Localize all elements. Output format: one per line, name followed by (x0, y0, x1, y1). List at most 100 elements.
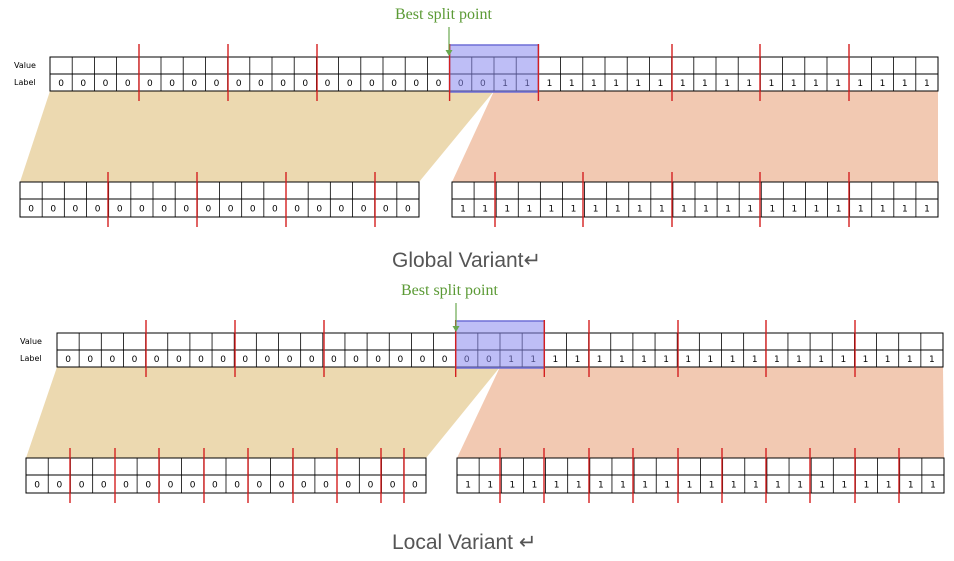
parent-array-global-label-cell: 0 (436, 79, 442, 89)
parent-array-local-label-cell: 0 (265, 355, 271, 365)
right-child-array-global-label-cell: 1 (836, 205, 842, 215)
parent-array-global-label-cell: 1 (680, 79, 686, 89)
left-child-array-local-label-cell: 0 (234, 481, 240, 491)
right-child-array-local-label-cell: 1 (487, 481, 493, 491)
right-child-array-local-label-cell: 1 (642, 481, 648, 491)
parent-array-local-label-cell: 1 (641, 355, 647, 365)
left-child-array-global-label-cell: 0 (316, 205, 322, 215)
parent-array-local-label-cell: 0 (87, 355, 93, 365)
parent-array-global-label-cell: 1 (613, 79, 619, 89)
right-child-array-global-label-cell: 1 (703, 205, 709, 215)
right-child-array-global-label-cell: 1 (924, 205, 930, 215)
parent-array-local-label-cell: 1 (774, 355, 780, 365)
parent-array-local-label-cell: 1 (885, 355, 891, 365)
left-child-array-local-label-cell: 0 (190, 481, 196, 491)
right-child-array-global-label-cell: 1 (792, 205, 798, 215)
parent-array-local-label-cell: 1 (553, 355, 559, 365)
right-child-array-global-label-cell: 1 (725, 205, 731, 215)
parent-array-local-label-cell: 1 (863, 355, 869, 365)
left-child-array-local-label-cell: 0 (101, 481, 107, 491)
left-child-array-global-label-cell: 0 (161, 205, 167, 215)
left-child-array-local-label-cell: 0 (368, 481, 374, 491)
left-child-array-local-label-cell: 0 (34, 481, 40, 491)
left-child-array-local-label-cell: 0 (301, 481, 307, 491)
parent-array-local-label-cell: 0 (287, 355, 293, 365)
left-child-array-global-label-cell: 0 (139, 205, 145, 215)
best-split-label-global: Best split point (395, 6, 492, 23)
parent-array-local-label-cell: 0 (220, 355, 226, 365)
right-child-array-local-label-cell: 1 (797, 481, 803, 491)
right-child-array-global-label-cell: 1 (659, 205, 665, 215)
right-child-array-global-label-cell: 1 (747, 205, 753, 215)
parent-array-local-label-cell: 0 (375, 355, 381, 365)
parent-array-global-label-cell: 1 (769, 79, 775, 89)
right-child-array-local-label-cell: 1 (842, 481, 848, 491)
parent-array-global-label-cell: 0 (191, 79, 197, 89)
parent-array-global-label-cell: 1 (547, 79, 553, 89)
left-child-array-global-label-cell: 0 (272, 205, 278, 215)
parent-array-local-label-cell: 0 (397, 355, 403, 365)
parent-array-global-label-cell: 0 (58, 79, 64, 89)
right-child-array-global-label-cell: 1 (504, 205, 510, 215)
right-child-array-local-label-cell: 1 (465, 481, 471, 491)
right-child-array-global-label-cell: 1 (902, 205, 908, 215)
parent-array-global-label-cell: 1 (902, 79, 908, 89)
parent-array-global-label-cell: 1 (880, 79, 886, 89)
left-child-array-local-label-cell: 0 (145, 481, 151, 491)
value-row-label-local: Value (20, 337, 42, 346)
split-arrow-head-local (452, 326, 460, 332)
left-child-array-global-label-cell: 0 (250, 205, 256, 215)
left-child-array-global-label-cell: 0 (50, 205, 56, 215)
parent-array-local-label-cell: 1 (818, 355, 824, 365)
parent-array-global-label-cell: 0 (169, 79, 175, 89)
left-child-array-local-label-cell: 0 (56, 481, 62, 491)
parent-array-local-label-cell: 0 (420, 355, 426, 365)
right-child-array-local-label-cell: 1 (576, 481, 582, 491)
right-child-array-local-label-cell: 1 (864, 481, 870, 491)
right-child-array-local-label-cell: 1 (687, 481, 693, 491)
parent-array-local-label-cell: 1 (685, 355, 691, 365)
right-child-array-local-label-cell: 1 (598, 481, 604, 491)
parent-array-local-label-cell: 1 (840, 355, 846, 365)
parent-array-global-label-cell: 0 (258, 79, 264, 89)
parent-array-local-label-cell: 0 (309, 355, 315, 365)
right-child-array-global-label-cell: 1 (549, 205, 555, 215)
parent-array-local-label-cell: 1 (796, 355, 802, 365)
left-child-array-global-label-cell: 0 (117, 205, 123, 215)
left-child-array-local-label-cell: 0 (345, 481, 351, 491)
right-region-local (457, 367, 944, 458)
left-child-array-local-label-cell: 0 (212, 481, 218, 491)
split-highlight-local (454, 320, 546, 369)
value-row-label-global: Value (14, 61, 36, 70)
parent-array-global-label-cell: 0 (413, 79, 419, 89)
right-child-array-global-label-cell: 1 (637, 205, 643, 215)
parent-array-local-label-cell: 1 (575, 355, 581, 365)
parent-array-global-label-cell: 1 (635, 79, 641, 89)
parent-array-global-label-cell: 0 (147, 79, 153, 89)
left-child-array-global-label-cell: 0 (339, 205, 345, 215)
parent-array-local-label-cell: 1 (619, 355, 625, 365)
right-child-array-local-label-cell: 1 (664, 481, 670, 491)
left-child-array-local-label-cell: 0 (279, 481, 285, 491)
parent-array-global-label-cell: 1 (569, 79, 575, 89)
split-arrow-head-global (445, 50, 453, 56)
parent-array-local-label-cell: 1 (907, 355, 913, 365)
split-highlight-global (448, 44, 540, 93)
right-child-array-local-label-cell: 1 (886, 481, 892, 491)
parent-array-local-label-cell: 0 (442, 355, 448, 365)
right-child-array-global-label-cell: 1 (526, 205, 532, 215)
right-child-array-local-label-cell: 1 (753, 481, 759, 491)
right-child-array-global-label-cell: 1 (814, 205, 820, 215)
left-child-array-global-label-cell: 0 (383, 205, 389, 215)
parent-array-global-label-cell: 1 (924, 79, 930, 89)
left-child-array-local-label-cell: 0 (412, 481, 418, 491)
parent-array-global-label-cell: 0 (347, 79, 353, 89)
left-region-global (20, 91, 494, 182)
right-child-array-local-label-cell: 1 (509, 481, 515, 491)
right-child-array-local-label-cell: 1 (709, 481, 715, 491)
label-row-label-global: Label (14, 78, 36, 87)
right-child-array-local-label-cell: 1 (775, 481, 781, 491)
parent-array-global-label-cell: 0 (302, 79, 308, 89)
right-child-array-local-label-cell: 1 (532, 481, 538, 491)
